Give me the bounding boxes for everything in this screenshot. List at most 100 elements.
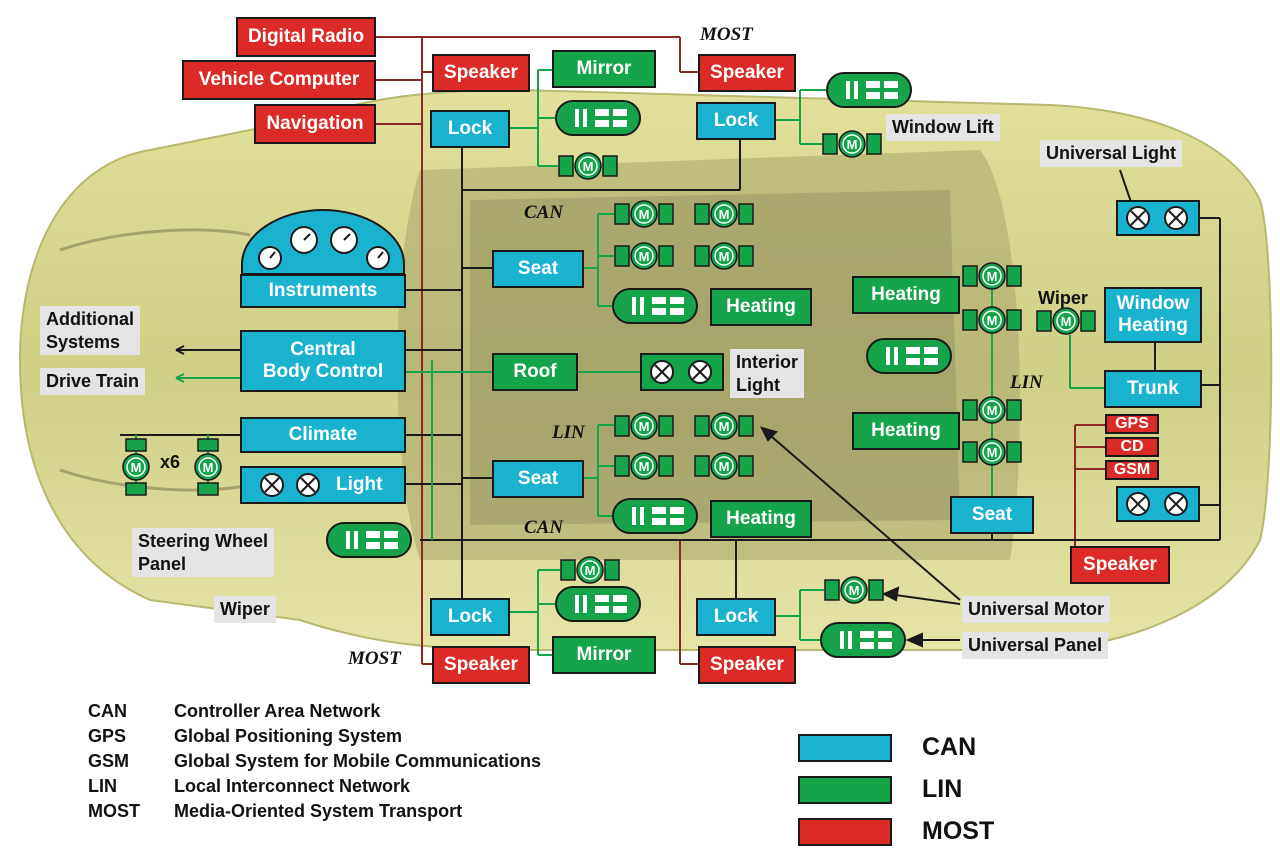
svg-text:M: M	[719, 207, 730, 222]
motor-icon: M	[962, 438, 1022, 471]
switch-panel-icon	[826, 72, 912, 113]
can-network-label-bottom: CAN	[524, 517, 564, 538]
abbreviation-definition: Global System for Mobile Communications	[174, 751, 542, 771]
motor-icon: M	[694, 452, 754, 485]
svg-text:M: M	[719, 459, 730, 474]
svg-text:M: M	[847, 137, 858, 152]
light-bulbs-icon	[260, 473, 320, 497]
seat-rear-left: Seat	[492, 460, 584, 498]
speaker-rear-right: Speaker	[698, 646, 796, 684]
motor-icon: M	[962, 262, 1022, 295]
svg-text:M: M	[987, 269, 998, 284]
speaker-rear-left: Speaker	[432, 646, 530, 684]
key-label: MOST	[922, 817, 995, 845]
abbreviation-definition: Controller Area Network	[174, 701, 381, 721]
heating-front-right: Heating	[852, 276, 960, 314]
motor-icon: M	[614, 412, 674, 445]
motor-icon: M	[614, 242, 674, 275]
abbreviation-definition: Global Positioning System	[174, 726, 403, 746]
wiper-front-label: Wiper	[214, 596, 276, 623]
svg-text:M: M	[583, 159, 594, 174]
svg-text:M: M	[987, 445, 998, 460]
annotation-arrows	[760, 426, 961, 648]
steering-wheel-panel-label: Steering Wheel Panel	[132, 528, 275, 577]
navigation-module: Navigation	[254, 104, 376, 144]
digital-radio-module: Digital Radio	[236, 17, 376, 57]
speaker-trunk: Speaker	[1070, 546, 1170, 584]
instruments-label: Instruments	[240, 274, 406, 308]
motor-icon: M	[694, 242, 754, 275]
switch-panel-icon	[555, 100, 641, 141]
svg-text:M: M	[987, 313, 998, 328]
svg-text:M: M	[203, 460, 214, 475]
motor-icon: M	[1036, 307, 1096, 340]
svg-text:M: M	[719, 419, 730, 434]
switch-panel-icon	[612, 288, 698, 329]
svg-text:M: M	[585, 563, 596, 578]
speaker-front-right: Speaker	[698, 54, 796, 92]
abbreviation-term: GPS	[88, 726, 127, 746]
svg-text:M: M	[639, 419, 650, 434]
key-label: LIN	[922, 775, 963, 803]
lin-network-label-left: LIN	[552, 422, 585, 443]
can-bus-lines	[120, 138, 1221, 598]
motor-icon: M	[962, 306, 1022, 339]
cd-module: CD	[1105, 437, 1159, 457]
key-swatch	[798, 776, 892, 804]
drive-train-label: Drive Train	[40, 368, 146, 395]
interior-light-label: Interior Light	[730, 349, 805, 398]
motor-icon: M	[614, 452, 674, 485]
abbreviation-term: GSM	[88, 751, 130, 771]
most-bus-lines	[374, 36, 1105, 665]
interior-light-module	[640, 353, 724, 391]
speaker-front-left: Speaker	[432, 54, 530, 92]
svg-text:M: M	[849, 583, 860, 598]
climate-module: Climate	[240, 417, 406, 453]
svg-text:M: M	[639, 249, 650, 264]
svg-text:M: M	[131, 460, 142, 475]
light-bulbs-icon	[1126, 206, 1188, 230]
roof-module: Roof	[492, 353, 578, 391]
motor-icon: M	[560, 556, 620, 589]
heating-rear-left: Heating	[710, 500, 812, 538]
mirror-front: Mirror	[552, 50, 656, 88]
switch-panel-icon	[866, 338, 952, 379]
can-network-label-top: CAN	[524, 202, 564, 223]
wiper-motor-icon: M	[122, 438, 150, 501]
light-label: Light	[336, 474, 383, 496]
universal-light-label: Universal Light	[1040, 140, 1183, 167]
gsm-module: GSM	[1105, 460, 1159, 480]
light-module: Light	[240, 466, 406, 504]
abbreviation-term: LIN	[88, 776, 117, 796]
motor-icon: M	[962, 396, 1022, 429]
light-bulbs-icon	[650, 360, 712, 384]
universal-motor-label: Universal Motor	[962, 596, 1111, 623]
universal-light-module-rear	[1116, 486, 1200, 522]
motor-icon: M	[614, 200, 674, 233]
svg-text:M: M	[987, 403, 998, 418]
key-label: CAN	[922, 733, 977, 761]
most-network-label-bottom: MOST	[348, 648, 401, 669]
instruments-module: Instruments	[240, 206, 406, 308]
x6-label: x6	[160, 452, 181, 472]
abbreviation-definition: Media-Oriented System Transport	[174, 801, 463, 821]
additional-systems-label: Additional Systems	[40, 306, 140, 355]
central-body-control-module: Central Body Control	[240, 330, 406, 392]
heating-front-left: Heating	[710, 288, 812, 326]
lock-front-left: Lock	[430, 110, 510, 148]
motor-icon: M	[694, 412, 754, 445]
trunk-module: Trunk	[1104, 370, 1202, 408]
seat-right: Seat	[950, 496, 1034, 534]
svg-text:M: M	[1061, 314, 1072, 329]
svg-text:M: M	[639, 459, 650, 474]
instruments-gauge-icon	[241, 208, 405, 275]
universal-panel-icon	[820, 622, 906, 663]
key-swatch	[798, 818, 892, 846]
heating-rear-right: Heating	[852, 412, 960, 450]
lin-network-label-right: LIN	[1010, 372, 1043, 393]
switch-panel-icon	[612, 498, 698, 539]
abbreviation-definition: Local Interconnect Network	[174, 776, 411, 796]
vehicle-computer-module: Vehicle Computer	[182, 60, 376, 100]
motor-icon: M	[694, 200, 754, 233]
